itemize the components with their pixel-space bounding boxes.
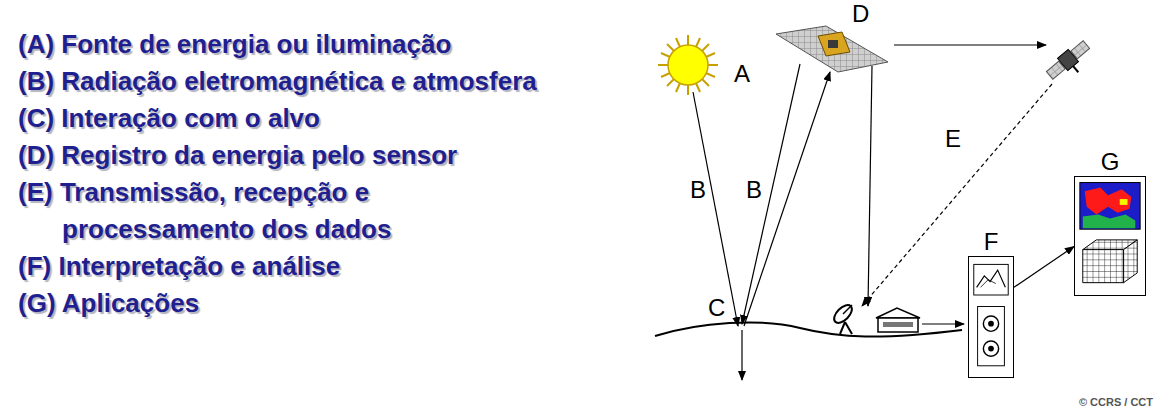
illustration-part [922, 323, 964, 324]
illustration-part [983, 341, 998, 356]
illustration-part [741, 330, 742, 380]
illustration-part [668, 45, 708, 85]
stage-letter: D [852, 0, 869, 28]
illustration-part [744, 72, 830, 326]
list-item: (B) Radiação eletromagnética e atmosfera [18, 63, 537, 100]
illustration-part [1124, 240, 1138, 283]
output-panel: G [1074, 148, 1146, 296]
illustration-part [983, 316, 998, 331]
flow-arrow [1014, 247, 1074, 288]
illustration-part [978, 306, 1005, 365]
illustration-part [828, 40, 838, 48]
illustration-part [667, 44, 709, 86]
illustration-part [1080, 183, 1140, 230]
illustration-part [1083, 250, 1124, 283]
list-item: (F) Interpretação e análise [18, 248, 340, 285]
illustration-part [876, 308, 920, 318]
stage-letter: B [746, 176, 762, 204]
output-panel: F [968, 228, 1014, 378]
stage-letter: C [708, 294, 725, 322]
illustration-part [658, 35, 718, 95]
illustration-part [868, 66, 872, 306]
illustration-part [974, 264, 1008, 295]
stage-letter: E [945, 125, 961, 153]
illustration-part [862, 84, 1052, 306]
illustration-part [693, 92, 738, 326]
stage-letter: A [734, 60, 750, 88]
illustration-part [742, 64, 800, 324]
illustration-part [818, 32, 850, 56]
application-box [1074, 176, 1146, 296]
list-item: (A) Fonte de energia ou iluminação [18, 26, 451, 63]
illustration-part [1083, 215, 1136, 229]
relay-satellite-icon [1044, 38, 1096, 87]
illustration-part [776, 26, 888, 72]
ground-station-icon [831, 302, 920, 334]
box-icon [969, 257, 1013, 377]
illustration-part [977, 270, 1006, 287]
illustration-part [1085, 187, 1132, 214]
box-icon [1075, 177, 1145, 295]
copyright-note: © CCRS / CCT [1079, 396, 1153, 408]
illustration-part [988, 346, 994, 352]
list-item: (G) Aplicações [18, 285, 199, 322]
illustration-part [878, 318, 918, 332]
illustration-part [980, 280, 995, 288]
sun-icon [658, 35, 718, 95]
illustration-part [1073, 66, 1078, 72]
stage-letter: G [1074, 148, 1146, 176]
analysis-box [968, 256, 1014, 378]
stage-letter: F [968, 228, 1014, 256]
illustration-part [988, 321, 994, 327]
illustration-part [840, 322, 845, 334]
list-item: (C) Interação com o alvo [18, 100, 320, 137]
list-item: (E) Transmissão, recepção e processament… [18, 174, 512, 248]
satellite-icon [776, 26, 888, 72]
illustration-part [845, 322, 852, 334]
radiation-arrows [693, 45, 1052, 380]
illustration-part [831, 302, 855, 326]
list-item: (D) Registro da energia pelo sensor [18, 137, 457, 174]
illustration-part [667, 44, 709, 86]
stage-letter: B [690, 176, 706, 204]
illustration-part [1120, 199, 1128, 205]
illustration-part [894, 44, 1046, 45]
illustration-part [883, 322, 913, 327]
illustration-part [843, 305, 852, 314]
